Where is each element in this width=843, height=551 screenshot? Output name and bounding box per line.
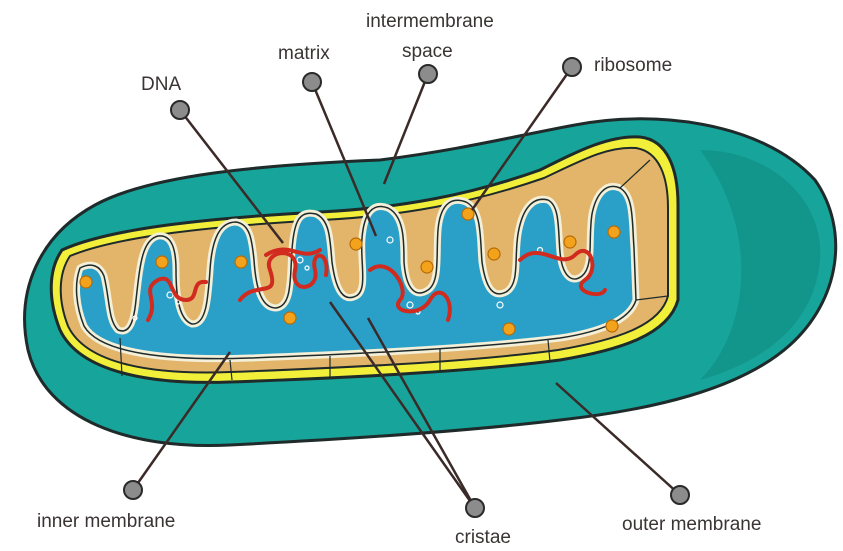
ribosome-dot — [350, 238, 362, 250]
pointer-dot-inner — [124, 481, 142, 499]
pointer-dot-cristae — [466, 499, 484, 517]
pointer-dot-outer — [671, 486, 689, 504]
label-cristae: cristae — [455, 528, 511, 547]
ribosome-dot — [503, 323, 515, 335]
ribosome-dot — [488, 248, 500, 260]
ribosome-dot — [235, 256, 247, 268]
ribosome-dot — [606, 320, 618, 332]
label-outer-membrane: outer membrane — [622, 515, 761, 534]
label-intermembrane-line2: space — [402, 42, 453, 61]
label-matrix: matrix — [278, 44, 330, 63]
label-intermembrane-line1: intermembrane — [366, 12, 494, 31]
ribosome-dot — [608, 226, 620, 238]
ribosome-dot — [156, 256, 168, 268]
label-ribosome: ribosome — [594, 56, 672, 75]
pointer-dot-matrix — [303, 73, 321, 91]
ribosome-dot — [421, 261, 433, 273]
ribosome-dot — [284, 312, 296, 324]
pointer-dot-ribosome — [563, 58, 581, 76]
label-dna: DNA — [141, 75, 181, 94]
ribosome-dot — [564, 236, 576, 248]
label-inner-membrane: inner membrane — [37, 512, 175, 531]
pointer-dot-ims — [419, 65, 437, 83]
ribosome-dot — [80, 276, 92, 288]
pointer-dot-dna — [171, 101, 189, 119]
